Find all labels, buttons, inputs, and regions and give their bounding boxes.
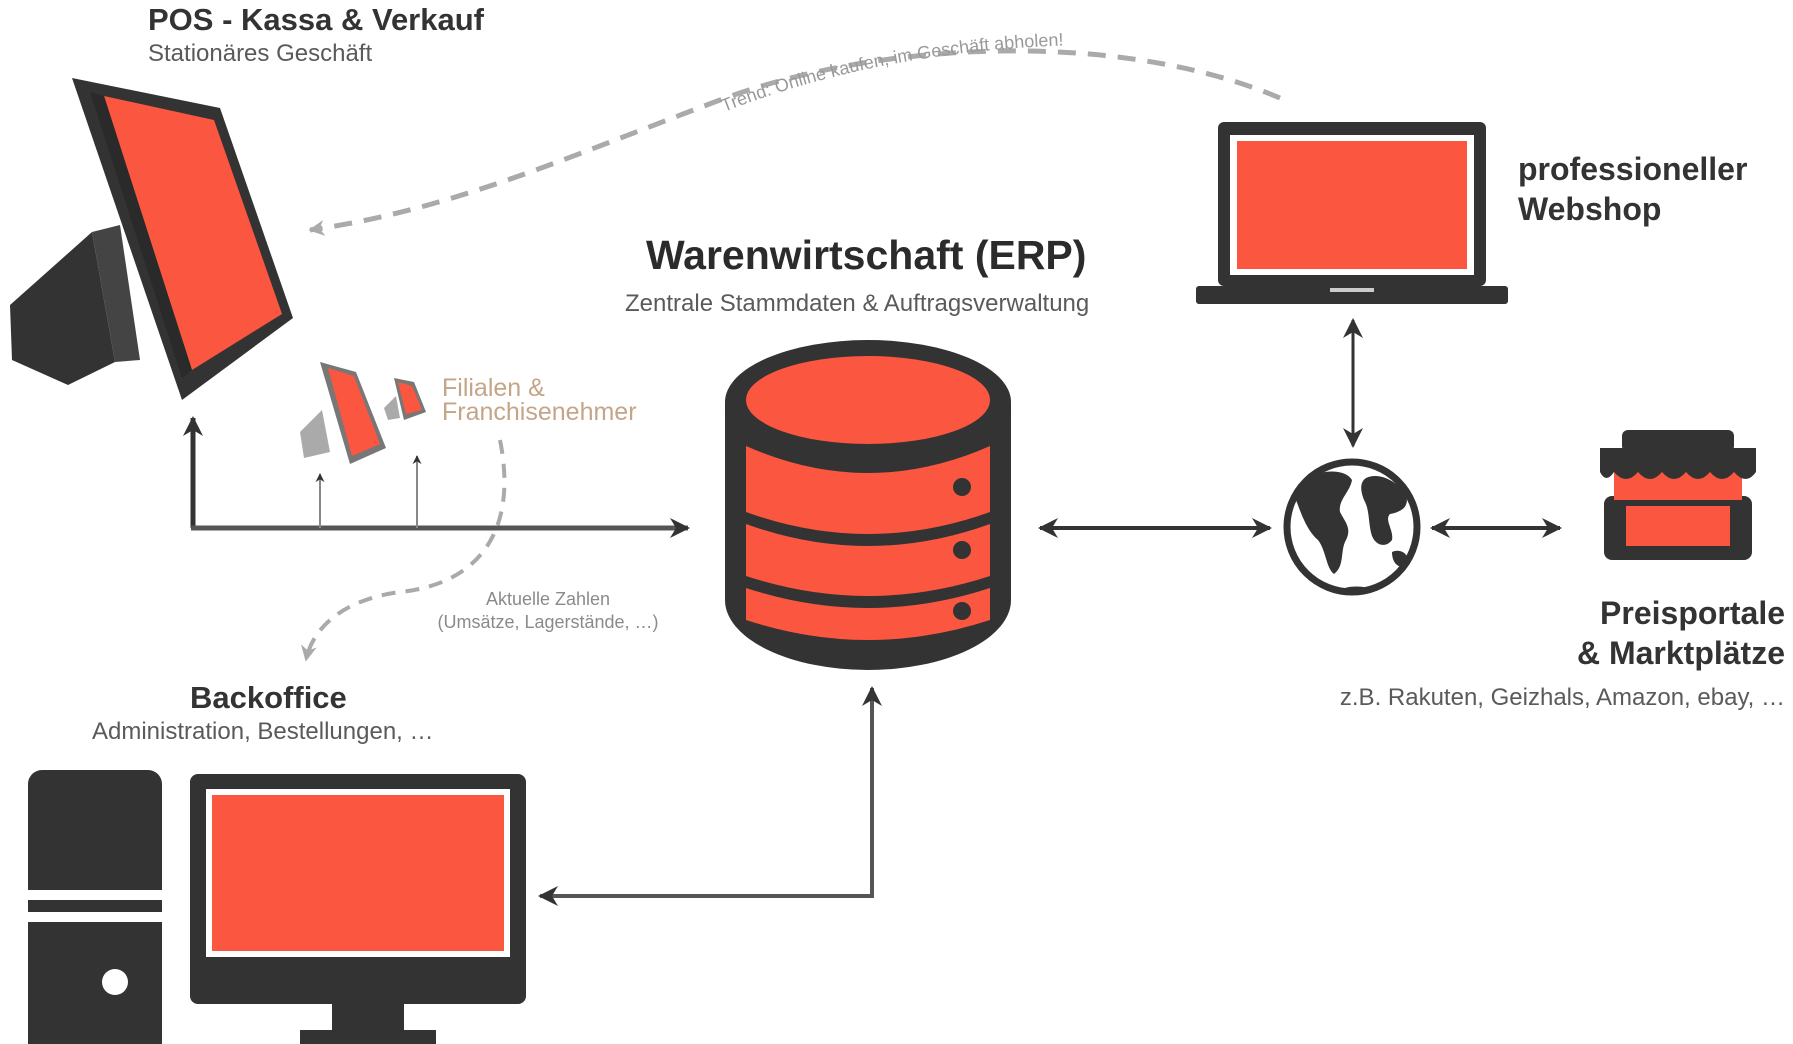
erp-subtitle: Zentrale Stammdaten & Auftragsverwaltung xyxy=(625,290,1090,317)
small-pos-terminals-icon xyxy=(300,362,426,464)
marktplaetze-title-line2: & Marktplätze xyxy=(1576,635,1785,671)
aktuelle-zahlen-line1: Aktuelle Zahlen xyxy=(485,589,611,609)
pos-terminal-icon xyxy=(10,78,293,400)
filialen-label-line1: Filialen & xyxy=(442,374,545,402)
pos-to-erp-connector xyxy=(183,416,690,538)
trend-annotation: Trend: Online kaufen, im Geschäft abhole… xyxy=(718,29,1064,115)
marktplaetze-subtitle: z.B. Rakuten, Geizhals, Amazon, ebay, … xyxy=(1339,684,1785,711)
backoffice-subtitle: Administration, Bestellungen, … xyxy=(92,718,434,745)
pos-subtitle: Stationäres Geschäft xyxy=(148,40,373,67)
aktuelle-zahlen-line2: (Umsätze, Lagerstände, …) xyxy=(437,612,659,632)
trend-arrow: Trend: Online kaufen, im Geschäft abhole… xyxy=(308,29,1281,236)
erp-backoffice-connector xyxy=(538,686,882,906)
filialen-label-line2: Franchisenehmer xyxy=(442,398,637,426)
webshop-title-line1: professioneller xyxy=(1518,151,1748,187)
laptop-icon xyxy=(1196,122,1508,304)
erp-title: Warenwirtschaft (ERP) xyxy=(646,232,1087,278)
storefront-icon xyxy=(1600,430,1756,560)
backoffice-title: Backoffice xyxy=(190,680,347,715)
numbers-arrow xyxy=(300,439,507,662)
globe-icon xyxy=(1283,458,1421,596)
desktop-computer-icon xyxy=(28,770,526,1044)
webshop-title-line2: Webshop xyxy=(1518,191,1662,227)
database-icon xyxy=(725,340,1011,670)
marktplaetze-title-line1: Preisportale xyxy=(1600,595,1785,631)
pos-title: POS - Kassa & Verkauf xyxy=(148,2,484,37)
